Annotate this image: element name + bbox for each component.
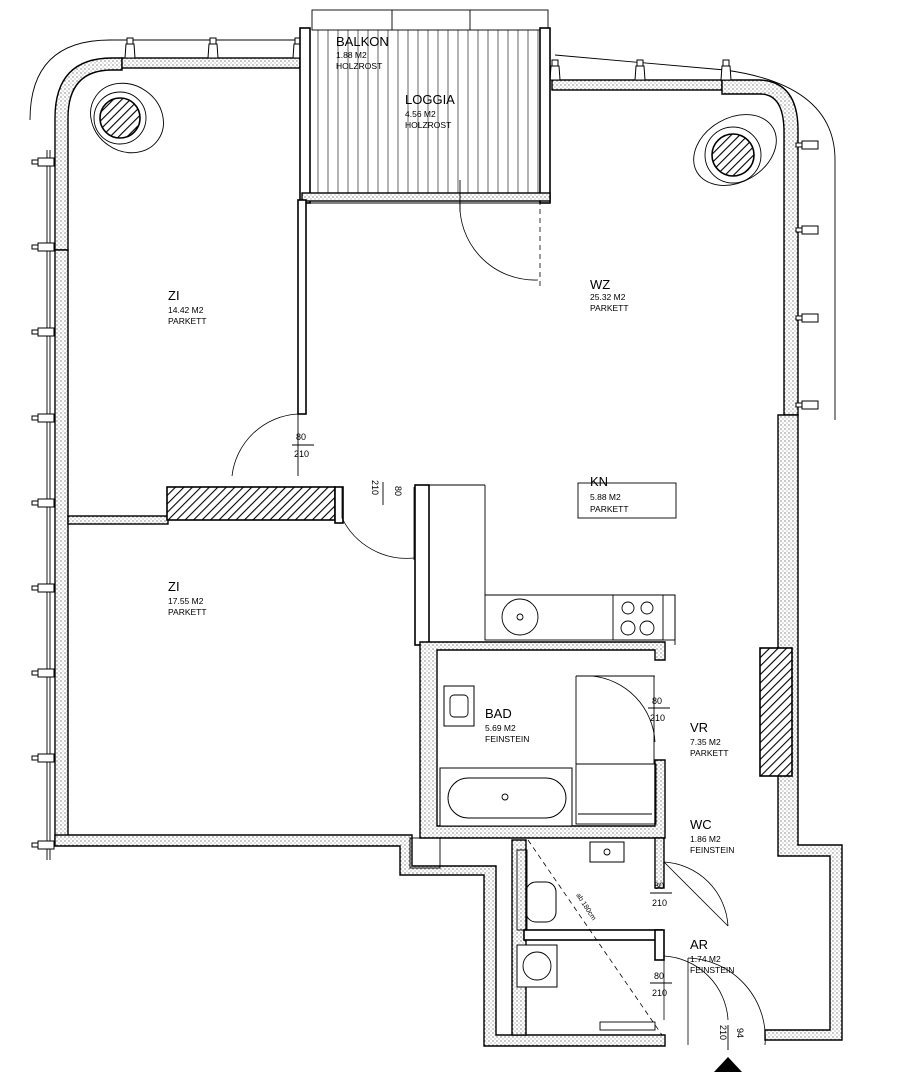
column-top-left [90,82,164,154]
dim-ar-width: 80 [654,971,664,981]
window-post [31,668,55,678]
window-post [31,583,55,593]
label-balkon-name: BALKON [336,34,389,49]
dim-entry-width: 94 [735,1028,745,1038]
dim-zi2-height: 210 [370,480,380,495]
window-post [795,225,819,235]
label-wc-name: WC [690,817,712,832]
label-balkon-area: 1.88 M2 [336,50,367,60]
label-vr-name: VR [690,720,708,735]
window-post [207,37,219,59]
label-balkon-floor: HOLZROST [336,61,382,71]
door-swings [231,180,766,1072]
dim-bad-width: 80 [652,696,662,706]
dim-ar-height: 210 [652,988,667,998]
window-post [124,37,136,59]
label-wz-name: WZ [590,277,610,292]
window-post [31,413,55,423]
dim-bad-height: 210 [650,713,665,723]
interior-walls [54,199,843,1047]
label-zi1-name: ZI [168,288,180,303]
label-vr-floor: PARKETT [690,748,729,758]
dim-zi2-width: 80 [393,486,403,496]
label-ar-name: AR [690,937,708,952]
label-bad-floor: FEINSTEIN [485,734,529,744]
label-kn-area: 5.88 M2 [590,492,621,502]
label-loggia-floor: HOLZROST [405,120,451,130]
dim-wc-width: 80 [654,881,664,891]
window-post [795,313,819,323]
kitchen-fixtures [484,482,677,641]
dim-wc-height: 210 [652,898,667,908]
column-top-right [693,114,777,186]
label-zi1-area: 14.42 M2 [168,305,204,315]
label-bad-area: 5.69 M2 [485,723,516,733]
bath-fixtures [439,675,657,827]
exterior-wall-top-left [29,39,301,251]
wc-fixtures [516,841,656,1031]
label-ar-floor: FEINSTEIN [690,965,734,975]
window-post [31,753,55,763]
label-ar-area: 1.74 M2 [690,954,721,964]
label-zi2-area: 17.55 M2 [168,596,204,606]
window-post [720,59,732,81]
slope-annotation: ab 180cm [574,892,597,922]
label-wc-area: 1.86 M2 [690,834,721,844]
shaft-right [759,647,793,777]
window-post [795,400,819,410]
loggia-balkon [299,9,551,204]
window-post [31,498,55,508]
label-vr-area: 7.35 M2 [690,737,721,747]
exterior-wall-top-right [551,54,836,420]
window-posts-left [31,37,304,850]
label-zi1-floor: PARKETT [168,316,207,326]
dim-zi1-width: 80 [296,432,306,442]
window-post [31,157,55,167]
window-post [31,840,55,850]
dim-entry-height: 210 [718,1025,728,1040]
window-posts-right [549,59,819,410]
label-wc-floor: FEINSTEIN [690,845,734,855]
room-labels: BALKON 1.88 M2 HOLZROST LOGGIA 4.56 M2 H… [168,34,734,975]
label-loggia-area: 4.56 M2 [405,109,436,119]
label-zi2-name: ZI [168,579,180,594]
window-post [31,327,55,337]
label-wz-floor: PARKETT [590,303,629,313]
window-post [795,140,819,150]
slope-line [527,839,663,1036]
label-kn-floor: PARKETT [590,504,629,514]
dim-zi1-height: 210 [294,449,309,459]
label-kn-name: KN [590,474,608,489]
window-post [549,59,561,81]
entrance-arrow [714,1057,742,1072]
label-zi2-floor: PARKETT [168,607,207,617]
window-post [31,242,55,252]
label-bad-name: BAD [485,706,512,721]
window-post [634,59,646,81]
label-loggia-name: LOGGIA [405,92,455,107]
label-wz-area: 25.32 M2 [590,292,626,302]
